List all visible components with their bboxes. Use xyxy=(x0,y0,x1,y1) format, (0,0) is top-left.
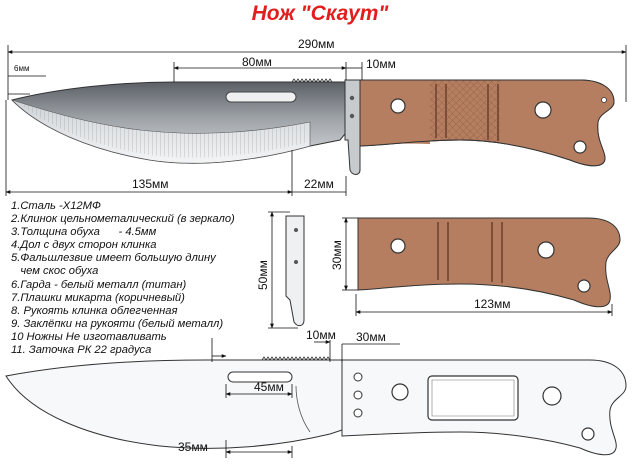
dim-scale-length: 123мм xyxy=(474,297,511,311)
spec-item: 8. Рукоять клинка облегченная xyxy=(11,304,178,317)
dim-blade-length: 135мм xyxy=(132,177,169,191)
top-dimension-lines xyxy=(5,45,627,196)
handle-rivet xyxy=(573,140,587,154)
spec-item: 1.Сталь -Х12МФ xyxy=(11,200,101,212)
dim-blade-thickness: 6мм xyxy=(14,64,30,73)
spec-item: чем скос обуха xyxy=(11,265,99,278)
dim-total-length: 290мм xyxy=(298,37,335,51)
spec-item: 4.Дол с двух сторон клинка xyxy=(11,239,157,252)
spec-item: 9. Заклёпки на рукояти (белый металл) xyxy=(11,317,224,330)
assembled-knife xyxy=(11,78,615,175)
handle-rivet xyxy=(390,98,406,114)
dim-guard-plate-height: 50мм xyxy=(256,260,270,290)
dim-blank-window-length: 45мм xyxy=(254,380,284,394)
drawing-title: Нож "Скаут" xyxy=(251,2,389,25)
dim-guard-height: 22мм xyxy=(304,177,334,191)
knife-blank xyxy=(5,338,627,458)
spec-item: 5.Фальшлезвие имеет большую длину xyxy=(11,252,216,265)
spec-item: 10 Ножны Не изготавливать xyxy=(11,330,167,343)
handle-smooth-front xyxy=(360,80,430,146)
dim-blank-handle-width: 30мм xyxy=(356,330,386,344)
handle-rivet xyxy=(534,101,552,119)
spine-serrations xyxy=(291,78,333,83)
dim-guard-width-top: 10мм xyxy=(366,57,396,71)
guard-plate xyxy=(268,211,305,329)
spec-item: 7.Плашки микарта (коричневый) xyxy=(11,291,185,304)
dim-blank-tip-offset: 35мм xyxy=(178,440,208,454)
guard xyxy=(344,79,361,175)
dim-scale-height: 30мм xyxy=(330,240,344,270)
handle-smooth-back xyxy=(500,80,614,166)
spec-item: 11. Заточка РК 22 градуса xyxy=(11,344,152,357)
dim-fuller-length: 80мм xyxy=(242,55,272,69)
blade-fuller xyxy=(225,91,297,103)
dim-blank-guard-offset: 10мм xyxy=(306,328,336,342)
blade-edge-hatching xyxy=(20,103,305,158)
spec-item: 3.Толщина обуха - 4.5мм xyxy=(11,226,157,239)
spec-list: 1.Сталь -Х12МФ 2.Клинок цельнометалическ… xyxy=(11,200,235,357)
handle-scale-plate xyxy=(342,217,621,316)
spec-item: 2.Клинок цельнометалический (в зеркало) xyxy=(11,213,235,226)
spec-item: 6.Гарда - белый металл (титан) xyxy=(11,278,187,291)
